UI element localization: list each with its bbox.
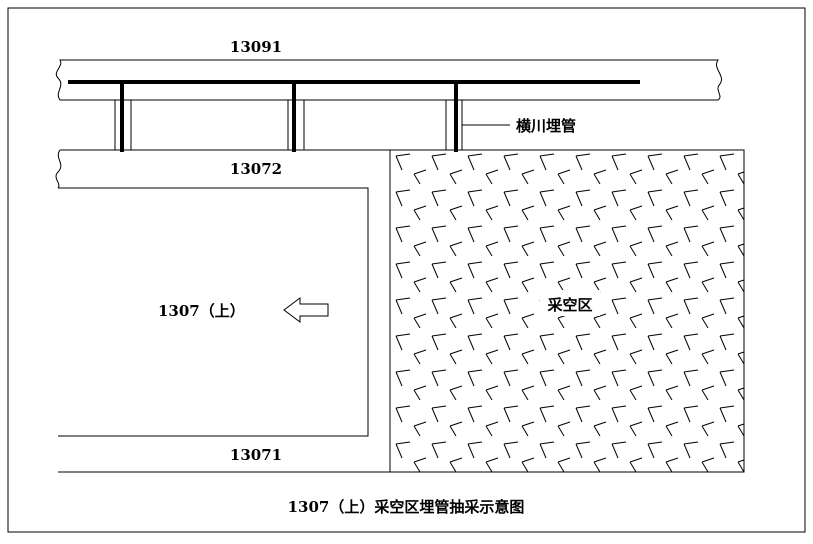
working-face-label: 1307（上） [158,302,245,320]
roadway-13072-top-edge [55,149,390,189]
goaf-label: 采空区 [546,296,592,314]
roadway-13072-bottom-edge [58,187,369,437]
left-arrow-icon [283,297,329,323]
roadway-13091-label: 13091 [230,38,282,56]
goaf-label-bg [540,290,600,316]
pipe-label: 横川埋管 [516,117,576,135]
roadway-13072-label: 13072 [230,160,282,178]
outer-frame [7,7,806,533]
diagram-caption: 1307（上）采空区埋管抽采示意图 [288,498,525,516]
roadway-13091-outline [55,59,722,101]
roadway-13071-label: 13071 [230,446,282,464]
